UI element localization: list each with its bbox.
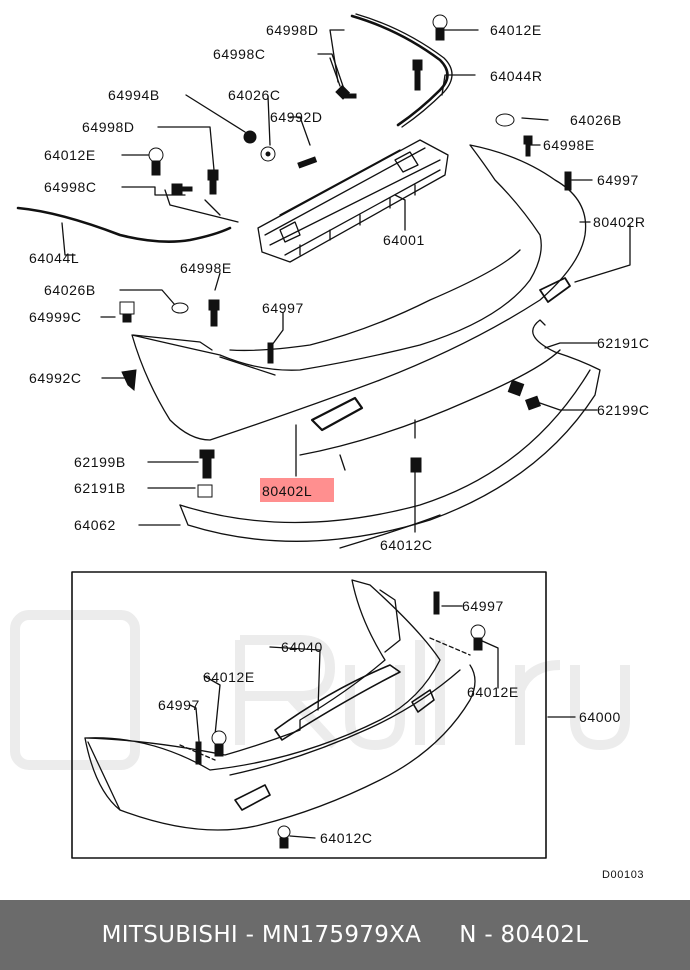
- label-64026B-right: 64026B: [570, 112, 622, 128]
- nut-62191B-icon: [197, 484, 213, 498]
- clip-64012E-inset-left-icon: [211, 730, 227, 757]
- clip-64012E-top-icon: [432, 14, 448, 41]
- label-64026C: 64026C: [228, 87, 281, 103]
- clip-64012C-inset-icon: [277, 825, 291, 849]
- reinforcement: [274, 664, 401, 741]
- highlight-box: [260, 478, 334, 502]
- label-64044L: 64044L: [29, 250, 79, 266]
- watermark: [10, 610, 630, 770]
- label-64040: 64040: [281, 639, 323, 655]
- screw-64998C-top-icon: [335, 84, 357, 100]
- clip-64992C-icon: [121, 369, 137, 391]
- nut-62191C-icon: [507, 379, 525, 397]
- part-labels: 64998D 64012E 64998C 64044R 64994B 64026…: [29, 22, 650, 881]
- molding-right: [350, 14, 449, 127]
- drawing: [16, 13, 631, 859]
- washer-64026B-left-icon: [171, 302, 189, 314]
- label-64012C-mid: 64012C: [380, 537, 433, 553]
- screw-64992D-icon: [297, 156, 318, 169]
- bumper-cover: [131, 144, 587, 441]
- bolt-62199B-icon: [199, 449, 215, 479]
- fasteners: [119, 14, 572, 849]
- screw-64997-inset-icon: [433, 591, 440, 615]
- label-64062: 64062: [74, 517, 116, 533]
- footer-note: N - 80402L: [459, 922, 589, 948]
- label-64997-mid: 64997: [262, 300, 304, 316]
- label-64998C-top: 64998C: [213, 46, 266, 62]
- label-64998E-mid: 64998E: [180, 260, 232, 276]
- footer-brand: MITSUBISHI: [101, 922, 239, 948]
- clip-64012E-inset-right-icon: [470, 624, 486, 651]
- inset-lamp-left: [234, 784, 271, 811]
- label-64998D-top: 64998D: [266, 22, 319, 38]
- label-64026B-left: 64026B: [44, 282, 96, 298]
- label-64998E-right: 64998E: [543, 137, 595, 153]
- label-64012E-inset-left: 64012E: [203, 669, 255, 685]
- label-64012E-top: 64012E: [490, 22, 542, 38]
- label-64012E-left: 64012E: [44, 147, 96, 163]
- washer-64026B-right-icon: [495, 113, 515, 127]
- label-80402L: 80402L: [262, 483, 312, 499]
- label-62191C-right: 62191C: [597, 335, 650, 351]
- label-64997-right: 64997: [597, 172, 639, 188]
- label-64992D: 64992D: [270, 109, 323, 125]
- washer-64026C-icon: [260, 146, 276, 162]
- part-footer: MITSUBISHI - MN175979XA N - 80402L: [0, 900, 690, 970]
- footer-part-number: MN175979XA: [261, 922, 422, 948]
- label-64044R: 64044R: [490, 68, 543, 84]
- clip-64012E-left-icon: [148, 147, 164, 176]
- screw-64998E-mid-icon: [208, 299, 220, 327]
- label-64012E-inset-right: 64012E: [467, 684, 519, 700]
- screw-64998E-right-icon: [523, 135, 533, 157]
- screw-64997-right-icon: [564, 171, 572, 191]
- footer-separator: -: [245, 922, 255, 948]
- parts-diagram: 64998D 64012E 64998C 64044R 64994B 64026…: [10, 13, 650, 881]
- label-64998C-left: 64998C: [44, 179, 97, 195]
- clip-64012C-mid-icon: [410, 457, 422, 473]
- retainer-64999C-icon: [119, 301, 135, 323]
- bolt-62199C-icon: [525, 395, 541, 411]
- label-62199B: 62199B: [74, 454, 126, 470]
- inset-lamp-right: [411, 689, 435, 713]
- lamp-left: [310, 396, 364, 432]
- inset-frame: [71, 571, 547, 859]
- sheet-code: D00103: [602, 869, 644, 881]
- label-64000: 64000: [579, 709, 621, 725]
- label-64012C-inset: 64012C: [320, 830, 373, 846]
- label-64997-inset-left: 64997: [158, 697, 200, 713]
- label-80402R: 80402R: [593, 214, 646, 230]
- lower-lip: [179, 319, 601, 542]
- lamp-right: [539, 277, 571, 303]
- label-64997-inset: 64997: [462, 598, 504, 614]
- label-64001: 64001: [383, 232, 425, 248]
- label-64994B: 64994B: [108, 87, 160, 103]
- screw-64998C-left-icon: [171, 183, 193, 195]
- label-64992C: 64992C: [29, 370, 82, 386]
- label-64999C: 64999C: [29, 309, 82, 325]
- inset-bumper: [84, 579, 441, 771]
- screw-64998D-left-icon: [207, 169, 219, 195]
- label-62199C-right: 62199C: [597, 402, 650, 418]
- screw-64997-inset-left-icon: [195, 741, 202, 765]
- screw-64998D-top-icon: [412, 59, 423, 91]
- label-62191B: 62191B: [74, 480, 126, 496]
- bracket: [257, 139, 449, 263]
- screw-64997-mid-icon: [267, 342, 274, 364]
- label-64998D-left: 64998D: [82, 119, 135, 135]
- molding-left: [16, 206, 232, 243]
- grommet-64994B-icon: [243, 130, 257, 144]
